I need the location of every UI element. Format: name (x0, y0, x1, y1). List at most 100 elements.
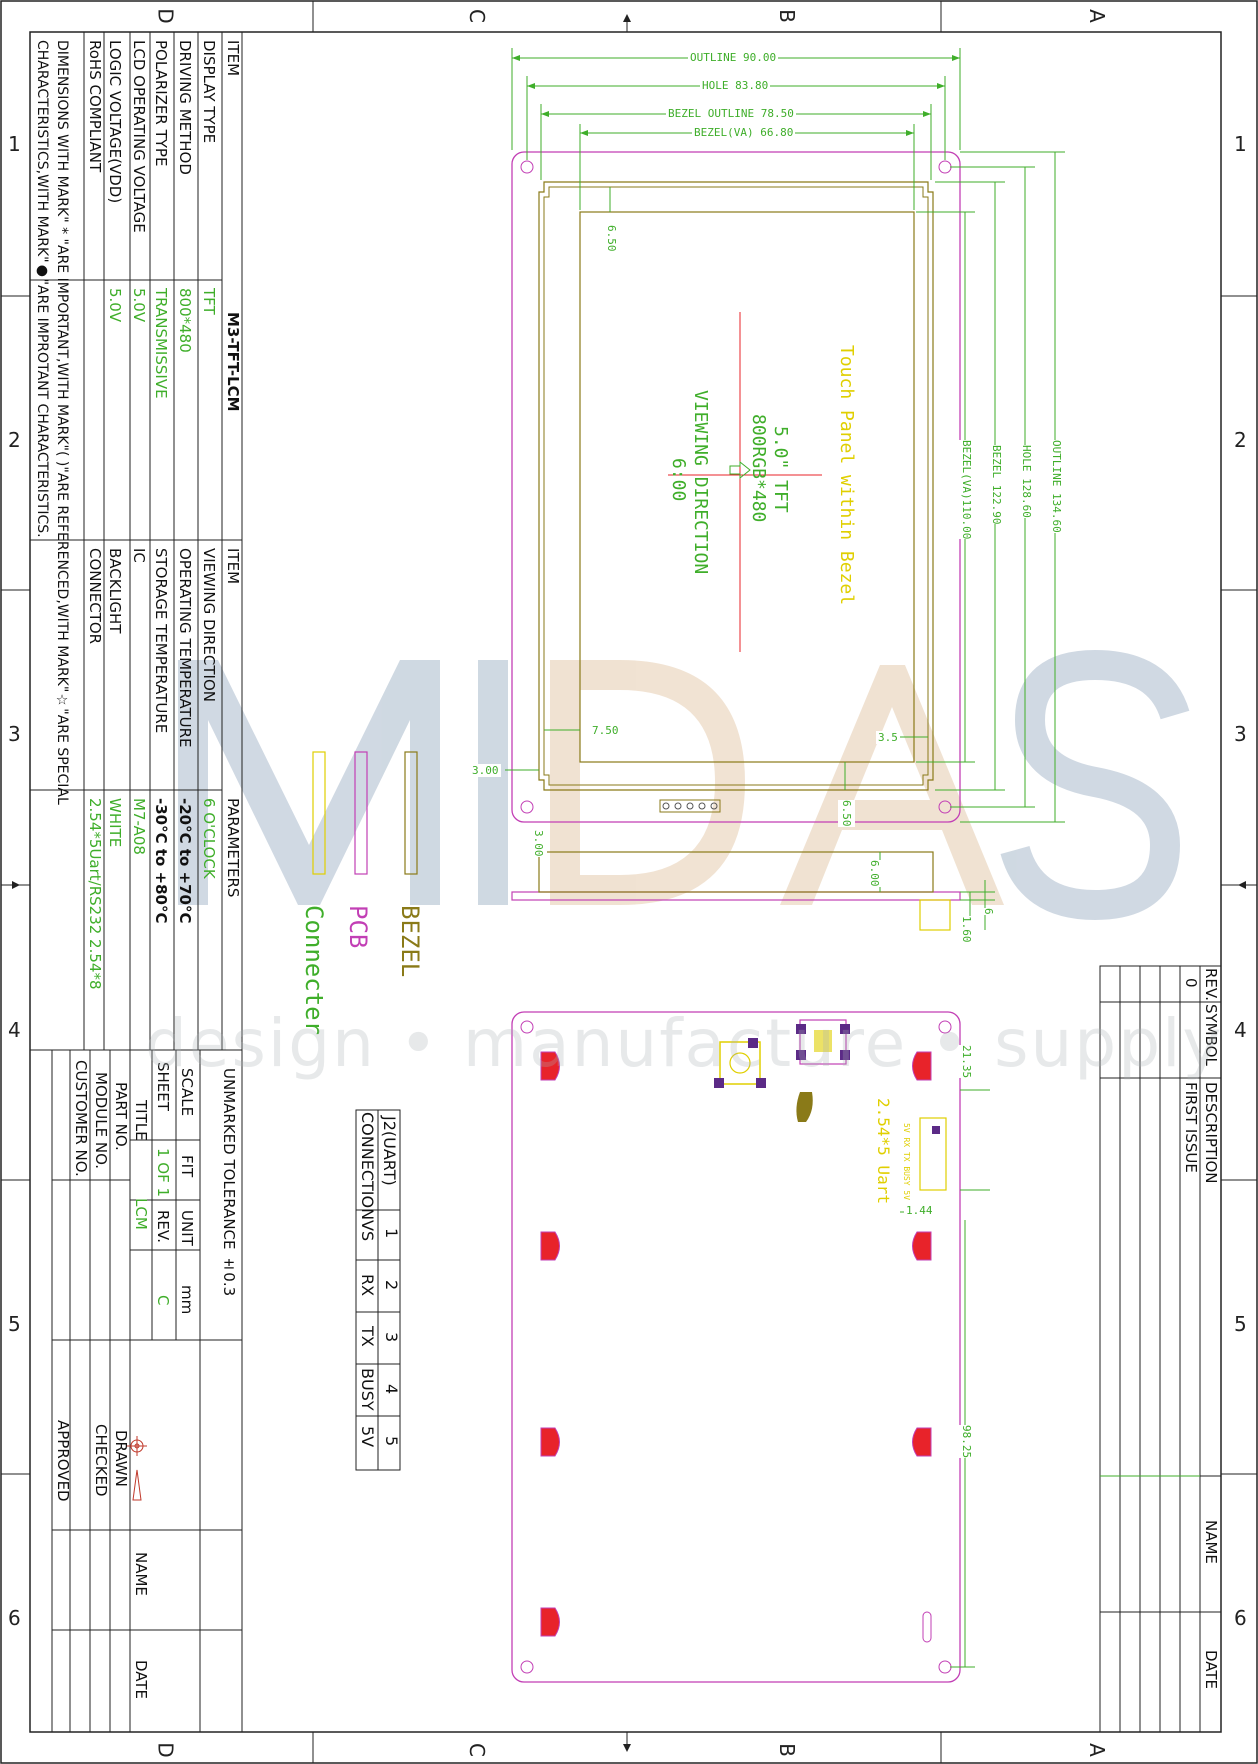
connection-label: CONNECTION (358, 1112, 377, 1221)
pin-number-3: 3 (382, 1332, 401, 1343)
grid-number-3-right: 3 (1234, 722, 1247, 746)
legend-connecter-label: Connecter (300, 905, 328, 1036)
scale-value: FIT (178, 1155, 196, 1178)
grid-letter-c-bottom: C (464, 1743, 489, 1757)
first-issue-text: FIRST ISSUE (1182, 1082, 1200, 1173)
spec-item-rohs: RoHS COMPLIANT (86, 40, 104, 173)
legend-connecter-bar (312, 751, 326, 875)
grid-number-5: 5 (8, 1312, 21, 1336)
spec-value-logic-voltage: 5.0V (106, 288, 124, 323)
spec-value-polarizer: TRANSMISSIVE (152, 288, 170, 399)
grid-letter-d: D (153, 8, 178, 24)
grid-letter-b-bottom: B (774, 1743, 799, 1757)
title-value: LCM (132, 1198, 150, 1230)
grid-letter-b: B (774, 9, 799, 23)
pin-signal-5: 5V (358, 1426, 377, 1448)
grid-letter-c: C (464, 9, 489, 23)
spec-item-polarizer: POLARIZER TYPE (152, 40, 170, 167)
back-dim-144: 1.44 (904, 1204, 935, 1217)
spec-item-operating-temp: OPERATING TEMPERATURE (176, 548, 194, 748)
dim-750: 7.50 (590, 724, 621, 737)
spec-value-storage-temp: -30°C to +80°C (152, 798, 170, 924)
grid-number-5-right: 5 (1234, 1312, 1247, 1336)
grid-number-6-right: 6 (1234, 1606, 1247, 1630)
back-view (511, 1011, 961, 1683)
drawn-label: DRAWN (112, 1430, 130, 1487)
j2-uart-header: J2(UART) (380, 1116, 399, 1186)
pin-number-2: 2 (382, 1280, 401, 1291)
spec-value-connector: 2.54*5Uart/RS232 2.54*8 (86, 798, 104, 990)
legend-pcb-label: PCB (344, 905, 372, 949)
connector-table-lines (355, 1109, 401, 1471)
title-block-lines (51, 1049, 243, 1733)
legend-bezel-bar (404, 751, 418, 875)
scale-label: SCALE (178, 1068, 196, 1117)
description-col-header: DESCRIPTION (1202, 1082, 1220, 1184)
dim-outline-height: OUTLINE 134.60 (1048, 440, 1065, 533)
dim-650-bottom: 6.50 (838, 800, 855, 827)
dim-300-left: 3.00 (470, 764, 501, 777)
rev-label: REV. (154, 1210, 172, 1243)
grid-number-6: 6 (8, 1606, 21, 1630)
spec-item-display-type: DISPLAY TYPE (200, 40, 218, 144)
dim-bezel-height: BEZEL 122.90 (988, 445, 1005, 525)
unit-value: mm (178, 1285, 196, 1315)
grid-number-4-right: 4 (1234, 1018, 1247, 1042)
rev-name-header: NAME (1202, 1520, 1220, 1564)
uart-pin-text: 5V RX TX BUSY 5V (902, 1123, 911, 1201)
unit-label: UNIT (178, 1210, 196, 1246)
spec-item-connector: CONNECTOR (86, 548, 104, 645)
pin-signal-4: BUSY (358, 1368, 377, 1411)
grid-letter-a: A (1084, 9, 1109, 23)
tolerance-text: UNMARKED TOLERANCE ±0.3 (220, 1068, 238, 1297)
dim-650-top: 6.50 (603, 225, 620, 252)
spec-item-ic: IC (130, 548, 148, 563)
symbol-col-header: SYMBOL (1202, 1004, 1220, 1066)
grid-letter-a-bottom: A (1084, 1743, 1109, 1757)
side-view (511, 851, 961, 931)
rev-zero: 0 (1182, 978, 1200, 988)
customer-no-label: CUSTOMER NO. (72, 1060, 90, 1177)
name-label: NAME (132, 1552, 150, 1596)
pin-signal-3: TX (358, 1326, 377, 1347)
spec-value-driving-method: 800*480 (176, 288, 194, 353)
grid-number-1-right: 1 (1234, 132, 1247, 156)
side-dim-600: 6.00 (866, 860, 883, 887)
uart-connector-text: 2.54*5 Uart (874, 1098, 893, 1204)
grid-number-2-right: 2 (1234, 428, 1247, 452)
viewing-direction-text: VIEWING DIRECTION (690, 390, 711, 575)
six-oclock-text: 6:00 (668, 458, 689, 502)
spec-value-viewing-direction: 6 O'CLOCK (200, 798, 218, 879)
sheet-label: SHEET (154, 1062, 172, 1111)
dim-bezel-outline-width: BEZEL OUTLINE 78.50 (666, 107, 796, 120)
back-dim-2135: 21.35 (958, 1045, 975, 1079)
display-resolution-text: 800RGB*480 (748, 414, 769, 523)
spec-item-lcd-voltage: LCD OPERATING VOLTAGE (130, 40, 148, 233)
dim-bezel-va-height: BEZEL(VA)110.00 (958, 440, 975, 540)
revision-block-lines (1099, 965, 1222, 1733)
spec-item-logic-voltage: LOGIC VOLTAGE(VDD) (106, 40, 124, 204)
spec-note-line-2: CHARACTERISTICS,WITH MARK"●"ARE IMPROTAN… (34, 40, 50, 538)
approved-label: APPROVED (54, 1420, 72, 1502)
dim-hole-width: HOLE 83.80 (700, 79, 771, 92)
legend-bezel-label: BEZEL (396, 905, 424, 978)
back-dim-9825: 98.25 (958, 1425, 975, 1459)
spec-item-driving-method: DRIVING METHOD (176, 40, 194, 175)
dim-35: 3.5 (876, 731, 900, 744)
side-dim-300: 3.00 (530, 830, 547, 857)
projection-symbol (127, 1436, 147, 1501)
spec-value-operating-temp: -20°C to +70°C (176, 798, 194, 924)
pin-number-1: 1 (382, 1228, 401, 1239)
grid-number-1: 1 (8, 132, 21, 156)
rev-value: C (154, 1295, 172, 1306)
back-dimensions (900, 1089, 990, 1668)
rev-col-header: REV. (1202, 968, 1220, 1001)
spec-item-viewing-direction: VIEWING DIRECTION (200, 548, 218, 702)
spec-value-lcd-voltage: 5.0V (130, 288, 148, 323)
rev-date-header: DATE (1202, 1650, 1220, 1690)
sheet-value: 1 OF 1 (154, 1148, 172, 1198)
spec-item-storage-temp: STORAGE TEMPERATURE (152, 548, 170, 734)
watermark-tagline: design • manufacture • supply (145, 1005, 1224, 1082)
grid-number-3: 3 (8, 722, 21, 746)
